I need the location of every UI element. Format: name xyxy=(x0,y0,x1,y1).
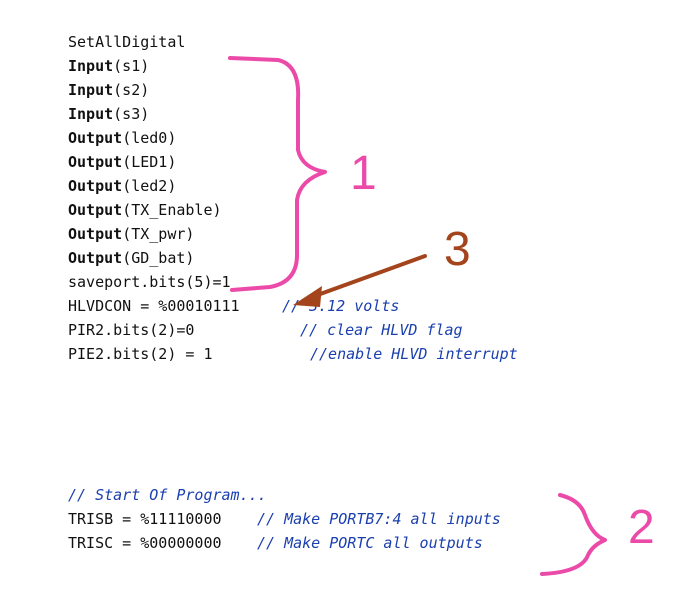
code-line: Output(led2) xyxy=(68,177,177,195)
code-line: PIE2.bits(2) = 1//enable HLVD interrupt xyxy=(68,342,518,366)
code-line: TRISB = %11110000// Make PORTB7:4 all in… xyxy=(68,507,501,531)
code-line: Output(TX_Enable) xyxy=(68,201,222,219)
code-comment: // clear HLVD flag xyxy=(300,321,463,339)
code-block-main: SetAllDigital Input(s1) Input(s2) Input(… xyxy=(68,30,518,390)
code-comment: // Make PORTB7:4 all inputs xyxy=(257,510,501,528)
annotation-label-1: 1 xyxy=(350,147,377,200)
code-line: Output(LED1) xyxy=(68,153,177,171)
code-line: PIR2.bits(2)=0// clear HLVD flag xyxy=(68,318,463,342)
code-comment: //enable HLVD interrupt xyxy=(310,345,518,363)
arrow-3-head xyxy=(293,286,322,307)
code-line: // Start Of Program... xyxy=(68,483,267,507)
annotation-label-3: 3 xyxy=(444,223,471,276)
code-line: saveport.bits(5)=1 xyxy=(68,273,231,291)
brace-2 xyxy=(540,493,607,576)
code-line: Input(s2) xyxy=(68,81,150,99)
code-line: Input(s1) xyxy=(68,57,150,75)
code-line: Output(TX_pwr) xyxy=(68,225,195,243)
code-line: Output(led0) xyxy=(68,129,177,147)
brace-1 xyxy=(228,56,327,292)
code-comment: // Make PORTC all outputs xyxy=(257,534,483,552)
code-line: SetAllDigital xyxy=(68,33,186,51)
arrow-3-shaft xyxy=(310,254,427,299)
code-block-program-start: // Start Of Program... TRISB = %11110000… xyxy=(68,483,501,579)
code-line: Output(GD_bat) xyxy=(68,249,195,267)
code-line: TRISC = %00000000// Make PORTC all outpu… xyxy=(68,531,483,555)
code-comment: // Start Of Program... xyxy=(68,486,267,504)
code-line: Input(s3) xyxy=(68,105,150,123)
annotation-label-2: 2 xyxy=(628,501,655,554)
